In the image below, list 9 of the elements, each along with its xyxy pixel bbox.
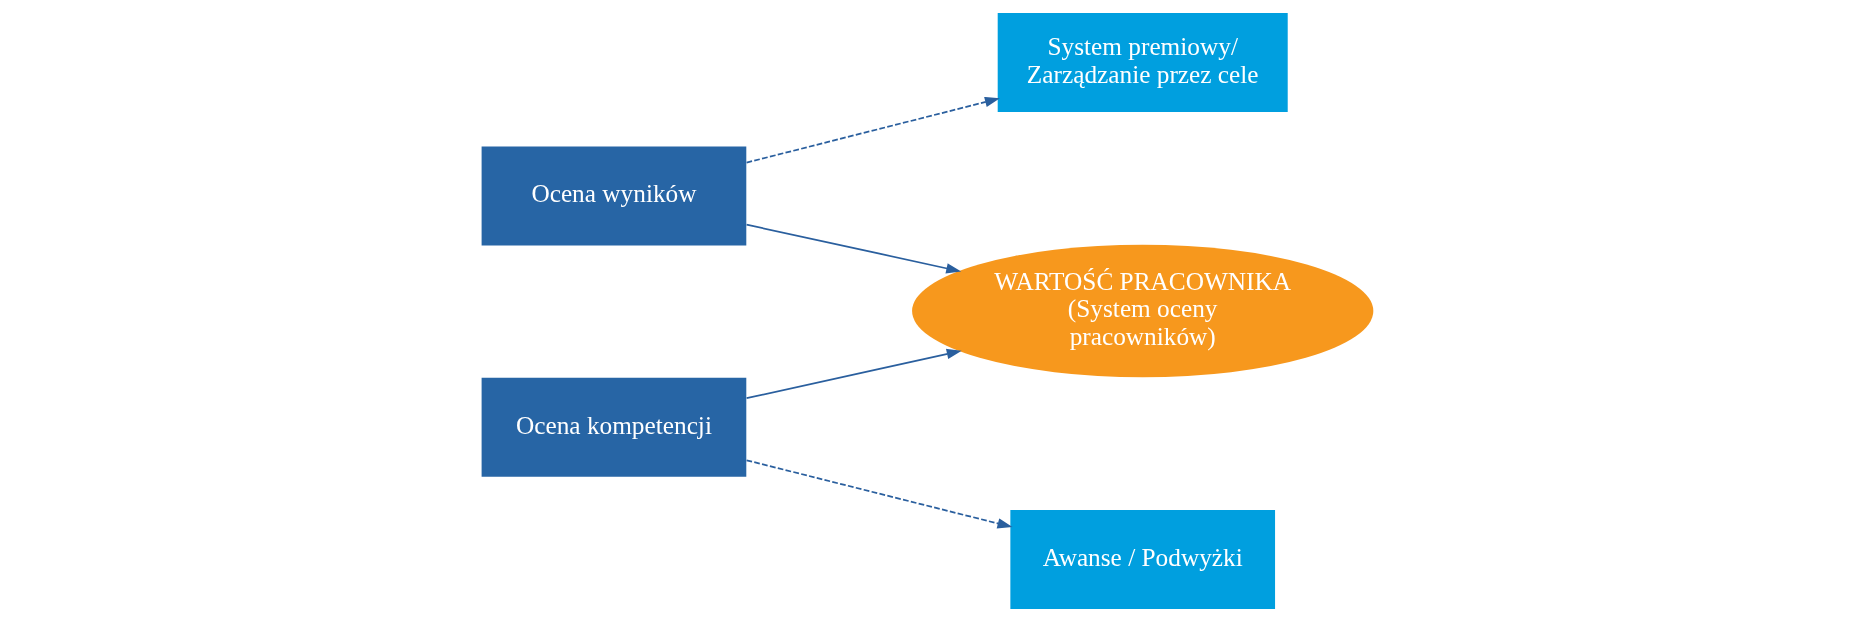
node-box: System premiowy/ Zarządzanie przez cele	[997, 12, 1288, 112]
node-box: Ocena kompetencji	[481, 377, 746, 477]
node-ellipse: WARTOŚĆ PRACOWNIKA (System oceny pracowników)	[911, 244, 1373, 378]
arrow	[745, 348, 962, 400]
node-box: Awanse / Podwyżki	[1009, 510, 1275, 610]
node-box: Ocena wyników	[481, 146, 746, 246]
arrow	[745, 223, 961, 274]
arrow	[745, 96, 1000, 164]
arrow	[745, 459, 1012, 529]
